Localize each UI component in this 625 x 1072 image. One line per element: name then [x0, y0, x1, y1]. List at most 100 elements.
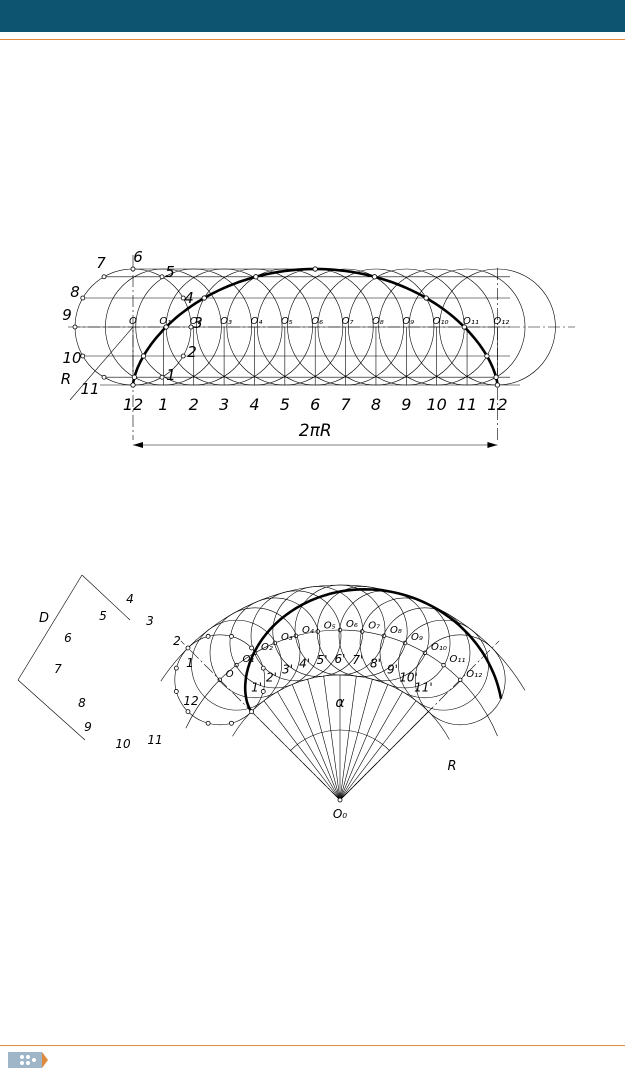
circle-label: 11	[147, 733, 162, 747]
center-label: O₉	[411, 632, 423, 643]
division-label: 6	[310, 395, 320, 414]
circle-label: 6	[133, 248, 143, 266]
center-path-arc	[185, 629, 498, 737]
curve-point	[130, 382, 136, 388]
circle-point	[159, 274, 165, 280]
circle-point	[72, 324, 78, 330]
curve-point	[493, 374, 499, 380]
center-point	[402, 640, 408, 646]
center-label: O₁₁	[463, 316, 479, 327]
circle-label: 8	[70, 283, 80, 301]
radius-label: R	[447, 759, 456, 774]
radial-line	[339, 700, 417, 801]
center-label: O₃	[281, 632, 293, 643]
rolling-circle	[316, 586, 408, 677]
circle-label: 3	[146, 614, 154, 628]
circle-point	[249, 645, 255, 651]
radial-line	[339, 691, 403, 801]
curve-point	[494, 382, 501, 388]
center-label: O₈	[390, 625, 402, 636]
logo-icon	[8, 1052, 48, 1068]
circle-point	[260, 665, 266, 671]
circle-label: 1	[166, 366, 176, 384]
rolling-circle	[359, 597, 451, 689]
center-label: O₁₂	[493, 316, 509, 327]
base-label: 3'	[282, 662, 293, 676]
curve-point	[461, 324, 467, 330]
division-label: 4	[249, 395, 259, 414]
curve-point	[423, 295, 429, 301]
center-label: O₃	[220, 316, 232, 327]
circle-label: 10	[62, 349, 81, 367]
radial-line	[323, 676, 341, 801]
base-label: 4'	[299, 657, 310, 671]
circle-label: 5	[99, 609, 107, 623]
circle-label: 9	[84, 720, 92, 734]
circle-label: 6	[64, 631, 72, 645]
base-label: 6'	[335, 652, 346, 666]
center-label: O₂	[261, 642, 273, 653]
curve-point	[201, 295, 207, 301]
boundary-radial	[339, 640, 500, 801]
rolling-circle	[294, 584, 386, 676]
center-label: O₆	[311, 316, 323, 327]
epicycloid-curve	[243, 587, 503, 713]
center-label: O₆	[346, 619, 358, 630]
base-label: 7'	[352, 653, 363, 667]
radial-line	[277, 691, 341, 801]
radial-line	[263, 700, 341, 801]
base-label: 8'	[370, 657, 381, 671]
curve-point	[312, 266, 318, 272]
center-label: O₁₀	[433, 316, 449, 327]
radius-leader	[69, 326, 134, 401]
circle-point	[205, 633, 211, 639]
center-label: O₅	[281, 316, 293, 327]
division-label: 8	[371, 395, 381, 414]
diameter-dimension	[17, 574, 83, 681]
center-label: O₁₁	[449, 654, 465, 665]
circle-label: 1	[186, 656, 194, 670]
diameter-extension	[81, 574, 131, 621]
diameter-label: D	[39, 611, 49, 626]
curve-point	[484, 353, 490, 359]
base-label: 11'	[414, 680, 433, 694]
base-label: 9'	[387, 662, 398, 676]
center-label: O₈	[372, 316, 384, 327]
rolling-circle	[229, 597, 321, 689]
base-label: 10'	[399, 670, 418, 684]
curve-point	[140, 353, 147, 359]
circle-label: 2	[187, 343, 197, 361]
division-label: 11	[457, 395, 477, 414]
circle-point	[80, 295, 86, 301]
circle-point	[173, 689, 179, 694]
radial-line	[339, 676, 357, 801]
circle-label: 11	[80, 380, 99, 398]
rolling-circle	[191, 619, 282, 711]
center-label: O₄	[302, 625, 314, 636]
circle-point	[205, 720, 211, 726]
circle-point	[180, 295, 186, 301]
pivot-point	[337, 797, 343, 803]
division-label: 10	[427, 395, 447, 414]
circle-label: 10	[115, 737, 131, 751]
angle-label: α	[335, 695, 345, 711]
radius-label: R	[61, 370, 71, 388]
circle-point	[80, 353, 86, 359]
division-label: 9	[401, 395, 411, 414]
circle-point	[185, 709, 191, 715]
center-label: O₄	[250, 316, 262, 327]
circle-label: 8	[78, 696, 86, 710]
center-label: O₁	[159, 316, 171, 327]
center-label: O₇	[368, 620, 380, 631]
division-label: 12	[123, 395, 143, 414]
division-label: 2	[189, 395, 199, 414]
radial-line	[291, 684, 341, 801]
circle-point	[188, 324, 194, 330]
curve-point	[131, 374, 137, 380]
center-point	[458, 677, 463, 682]
center-point	[337, 627, 343, 633]
circle-point	[101, 274, 107, 280]
circle-point	[130, 266, 136, 272]
